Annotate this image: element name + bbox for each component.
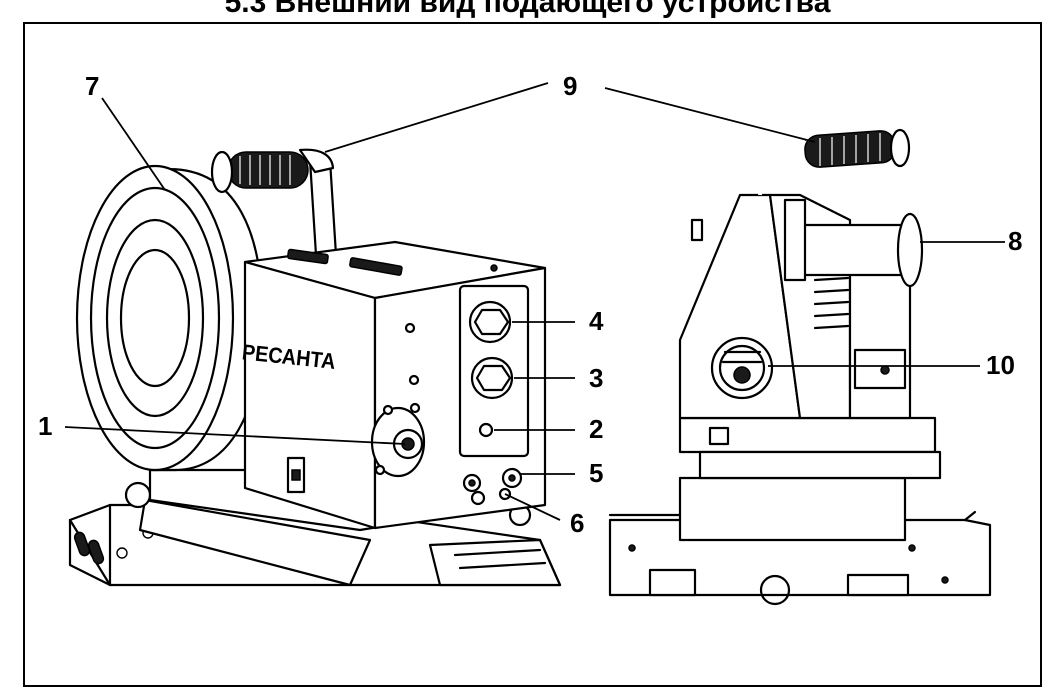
callout-2: 2 (589, 414, 603, 444)
callout-4: 4 (589, 306, 604, 336)
callout-9: 9 (563, 71, 577, 101)
callout-5: 5 (589, 458, 603, 488)
spool-hub (783, 198, 924, 288)
feeder-side-view (608, 128, 992, 606)
callout-labels: 7 9 1 4 3 2 5 6 8 10 (38, 71, 1022, 538)
callout-6: 6 (570, 508, 584, 538)
side-plate (678, 476, 907, 542)
indicator-2 (478, 422, 494, 438)
callout-1: 1 (38, 411, 52, 441)
side-connector (710, 336, 774, 400)
cart-base (68, 481, 562, 587)
knob-4 (468, 300, 512, 344)
figure-title: 5.3 Внешний вид подающего устройства (224, 0, 831, 19)
callout-7: 7 (85, 71, 99, 101)
wire-spool (75, 164, 264, 472)
callout-3: 3 (589, 363, 603, 393)
callout-8: 8 (1008, 226, 1022, 256)
callout-10: 10 (986, 350, 1015, 380)
carry-handle-right (758, 128, 911, 197)
leader-lines (64, 82, 1005, 521)
control-panel (458, 284, 530, 458)
feeder-front-view: РЕСАНТА (68, 148, 562, 587)
carry-handle-left (210, 148, 338, 257)
knob-3 (470, 356, 514, 400)
